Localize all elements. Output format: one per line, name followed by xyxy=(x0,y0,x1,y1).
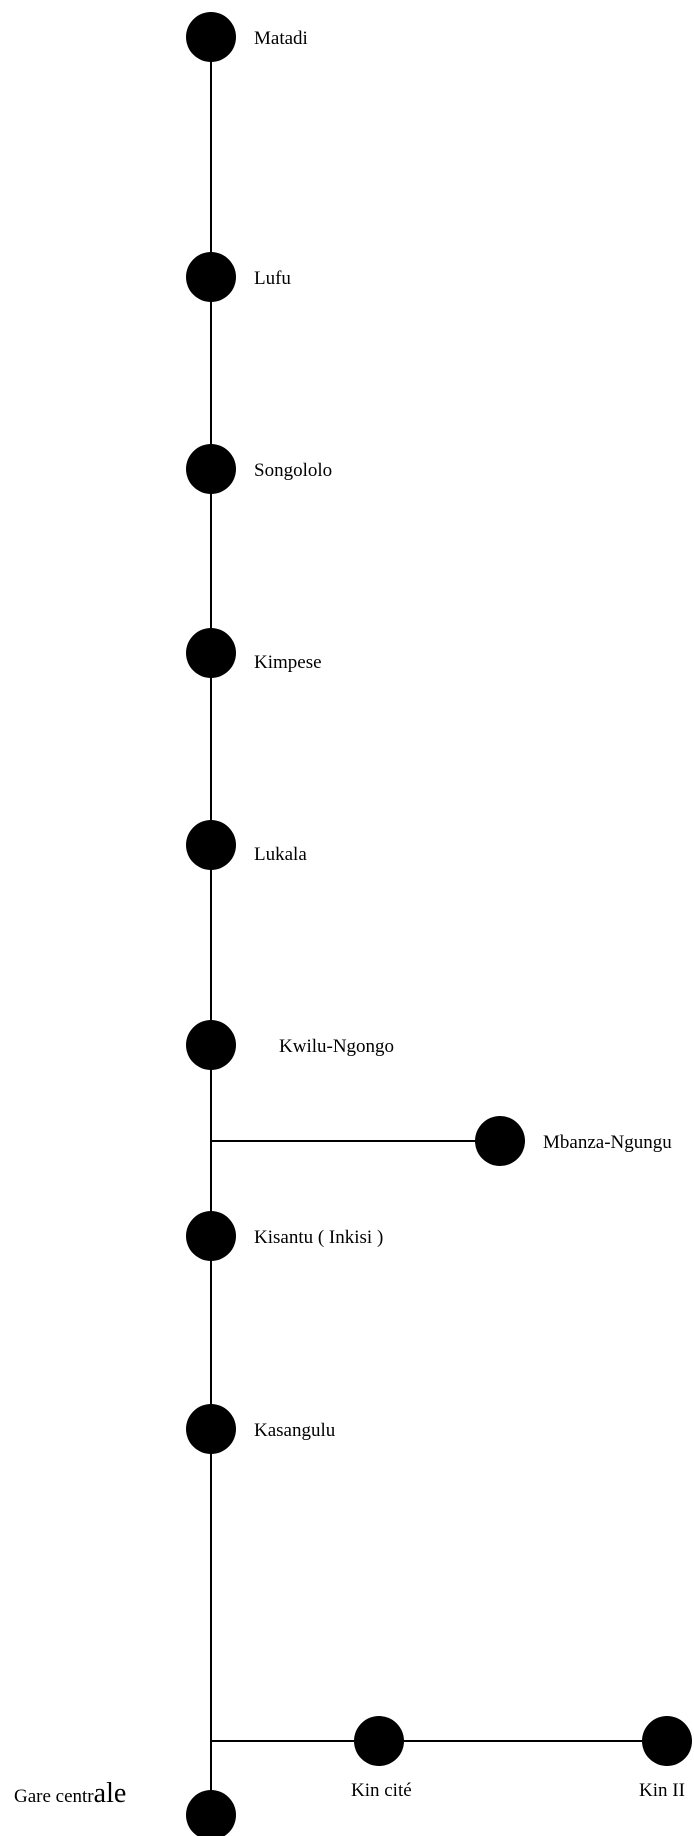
station-dot-mbanza-ngungu xyxy=(475,1116,525,1166)
station-label-kisantu: Kisantu ( Inkisi ) xyxy=(254,1227,383,1248)
station-label-kin-ii: Kin II xyxy=(639,1780,685,1801)
station-dot-kisantu xyxy=(186,1211,236,1261)
station-dot-kin-cite xyxy=(354,1716,404,1766)
station-dot-songololo xyxy=(186,444,236,494)
station-label-mbanza-ngungu: Mbanza-Ngungu xyxy=(543,1132,672,1153)
station-label-songololo: Songololo xyxy=(254,460,332,481)
station-dot-gare-centrale xyxy=(186,1790,236,1836)
station-label-gare-centrale-part2: ale xyxy=(94,1778,127,1809)
station-dot-kin-ii xyxy=(642,1716,692,1766)
station-label-kasangulu: Kasangulu xyxy=(254,1420,336,1441)
station-label-gare-centrale-part1: Gare centr xyxy=(14,1786,94,1807)
station-label-kimpese: Kimpese xyxy=(254,652,322,673)
station-label-lukala: Lukala xyxy=(254,844,307,865)
station-dot-lufu xyxy=(186,252,236,302)
station-label-kin-cite: Kin cité xyxy=(351,1780,412,1801)
station-dot-kimpese xyxy=(186,628,236,678)
station-label-matadi: Matadi xyxy=(254,28,308,49)
station-label-kwilu-ngongo: Kwilu-Ngongo xyxy=(279,1036,394,1057)
station-dot-matadi xyxy=(186,12,236,62)
station-label-gare-centrale: Gare centrale xyxy=(14,1778,126,1809)
station-dot-lukala xyxy=(186,820,236,870)
station-dot-kasangulu xyxy=(186,1404,236,1454)
station-dot-kwilu-ngongo xyxy=(186,1020,236,1070)
station-label-lufu: Lufu xyxy=(254,268,291,289)
